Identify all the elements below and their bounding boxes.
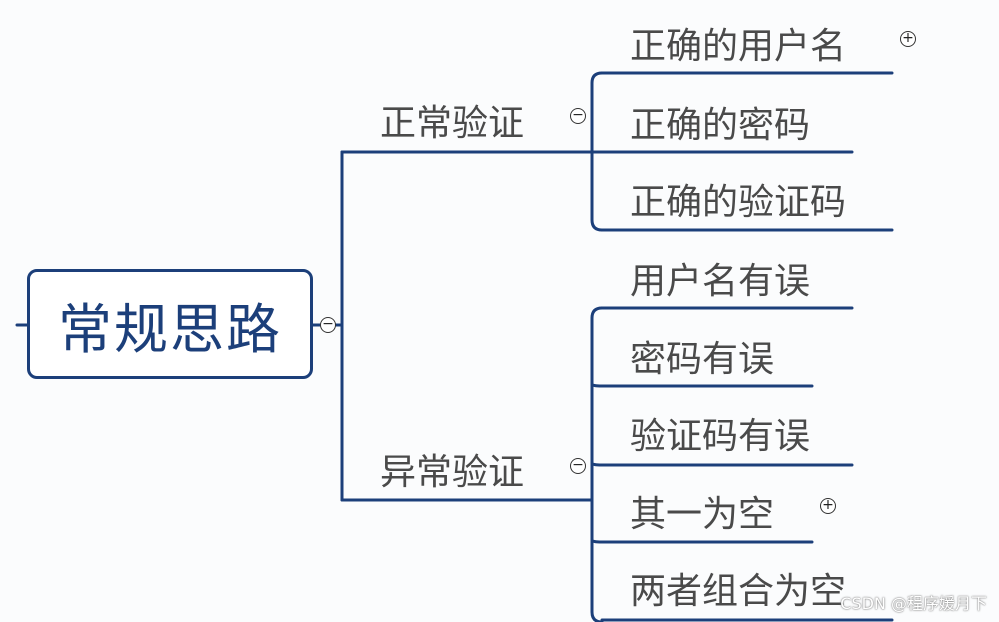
root-node-label: 常规思路: [58, 297, 282, 361]
collapse-toggle-icon[interactable]: −: [570, 458, 586, 474]
branch-abnormal-validation[interactable]: 异常验证: [380, 452, 525, 493]
watermark: CSDN @程序媛月下: [840, 594, 987, 613]
leaf-correct-password[interactable]: 正确的密码: [630, 105, 811, 146]
root-node[interactable]: 常规思路: [27, 269, 313, 379]
collapse-toggle-icon[interactable]: −: [320, 317, 336, 333]
leaf-wrong-password[interactable]: 密码有误: [630, 339, 775, 380]
leaf-wrong-captcha[interactable]: 验证码有误: [630, 416, 811, 457]
leaf-correct-captcha[interactable]: 正确的验证码: [630, 182, 847, 223]
collapse-toggle-icon[interactable]: −: [570, 108, 586, 124]
expand-toggle-icon[interactable]: +: [900, 31, 916, 47]
expand-toggle-icon[interactable]: +: [820, 498, 836, 514]
leaf-one-empty[interactable]: 其一为空: [630, 494, 775, 535]
leaf-both-empty[interactable]: 两者组合为空: [630, 571, 847, 612]
leaf-correct-username[interactable]: 正确的用户名: [630, 26, 847, 67]
branch-normal-validation[interactable]: 正常验证: [380, 103, 525, 144]
leaf-wrong-username[interactable]: 用户名有误: [630, 261, 811, 302]
